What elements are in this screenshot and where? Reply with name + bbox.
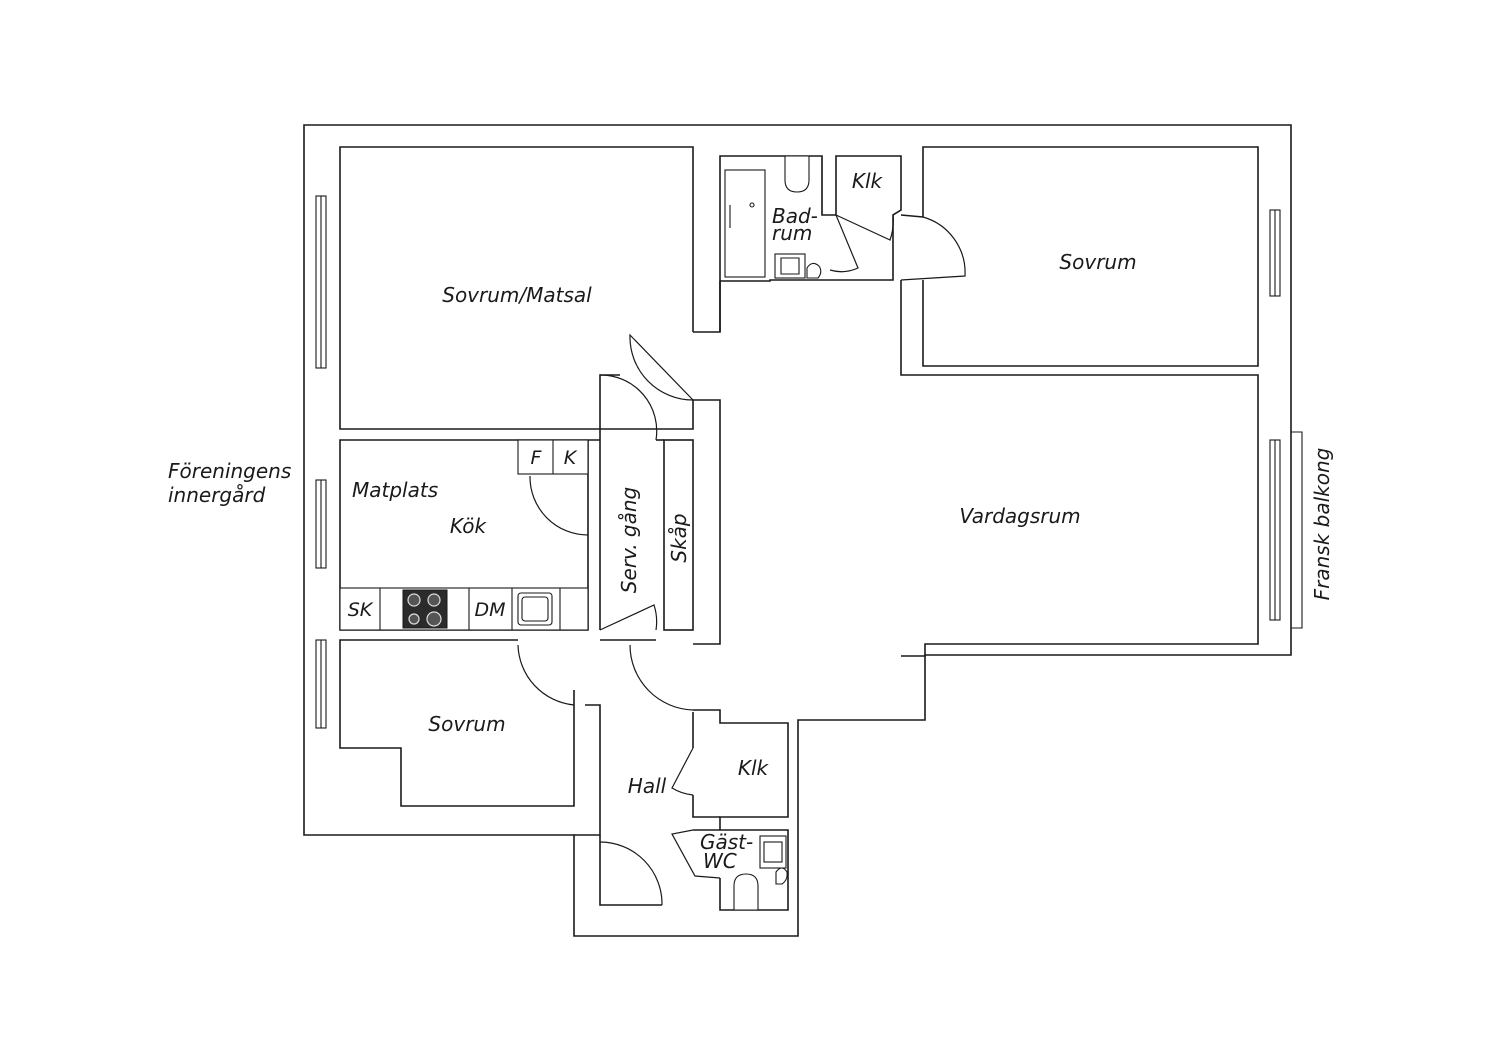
door-sovrum-right[interactable]: [900, 216, 966, 281]
burner-4: [426, 611, 442, 627]
window-right-top: [1269, 209, 1281, 297]
label-klk-bottom: Klk: [738, 756, 770, 780]
wall-corridor-mid: [693, 399, 721, 645]
label-kok: Kök: [450, 514, 488, 538]
door-serv-bottom[interactable]: [599, 604, 658, 631]
burner-3: [408, 613, 420, 625]
wall-sovrum-right-lower: [900, 280, 1259, 657]
label-matplats: Matplats: [352, 478, 438, 502]
wall-corridor-left: [693, 281, 721, 333]
wall-klk-bottom-lower: [692, 795, 720, 818]
label-gast-wc-2: WC: [703, 849, 737, 873]
kitchen-sink-basin: [521, 596, 549, 622]
label-serv-gang: Serv. gång: [617, 487, 641, 593]
skap-closet: [663, 439, 694, 631]
bidet: [806, 262, 822, 279]
door-klk-top[interactable]: [835, 214, 894, 241]
label-dishwasher: DM: [474, 599, 505, 621]
wc-bidet: [775, 867, 788, 885]
wall-hall-left: [574, 704, 601, 836]
window-left-mid: [315, 479, 327, 569]
label-fridge: K: [564, 447, 578, 469]
label-hall: Hall: [628, 774, 667, 798]
door-gast-wc[interactable]: [671, 829, 721, 879]
door-badrum[interactable]: [829, 214, 859, 273]
burner-1: [407, 593, 421, 607]
label-gast-wc-1: Gäst-: [700, 830, 753, 854]
label-sovrum-bottom: Sovrum: [428, 712, 505, 736]
window-right-balcony: [1269, 431, 1303, 629]
label-sovrum-right: Sovrum: [1059, 250, 1136, 274]
outer-wall: [303, 124, 1292, 937]
bathtub: [724, 169, 766, 278]
bath-tap: [749, 202, 755, 208]
wall-bath-right: [900, 214, 924, 218]
door-klk-bottom[interactable]: [671, 747, 694, 796]
wall-hall-bottom: [599, 835, 662, 906]
label-balcony: Fransk balkong: [1310, 448, 1334, 601]
label-freezer: F: [531, 447, 543, 469]
window-left-bottom: [315, 639, 327, 729]
door-vardagsrum[interactable]: [629, 644, 694, 711]
door-sovrum-matsal[interactable]: [629, 333, 694, 401]
label-badrum-2: rum: [772, 221, 812, 245]
burner-2: [427, 593, 441, 607]
door-sovrum-bottom[interactable]: [517, 644, 575, 706]
label-sovrum-matsal: Sovrum/Matsal: [442, 283, 592, 307]
wall-sovrum-right: [922, 146, 1259, 367]
bath-sink-basin: [780, 257, 800, 275]
wc-sink-basin: [763, 841, 783, 863]
wc-toilet: [733, 873, 759, 911]
toilet-top: [784, 155, 810, 193]
door-kitchen[interactable]: [529, 475, 589, 536]
wall-gast-wc: [693, 829, 789, 911]
wall-sovrum-bottom: [339, 639, 575, 807]
label-klk-top: Klk: [852, 169, 884, 193]
window-left-top: [315, 195, 327, 369]
label-cabinet: SK: [348, 599, 374, 621]
label-courtyard-1: Föreningens: [168, 459, 291, 483]
label-courtyard-2: innergård: [168, 483, 266, 507]
label-skap: Skåp: [667, 513, 691, 562]
label-badrum-1: Bad-: [772, 204, 818, 228]
door-serv-gang[interactable]: [599, 374, 658, 441]
door-entrance[interactable]: [599, 841, 663, 906]
label-vardagsrum: Vardagsrum: [959, 504, 1080, 528]
wall-sovrum-matsal: [339, 146, 694, 430]
